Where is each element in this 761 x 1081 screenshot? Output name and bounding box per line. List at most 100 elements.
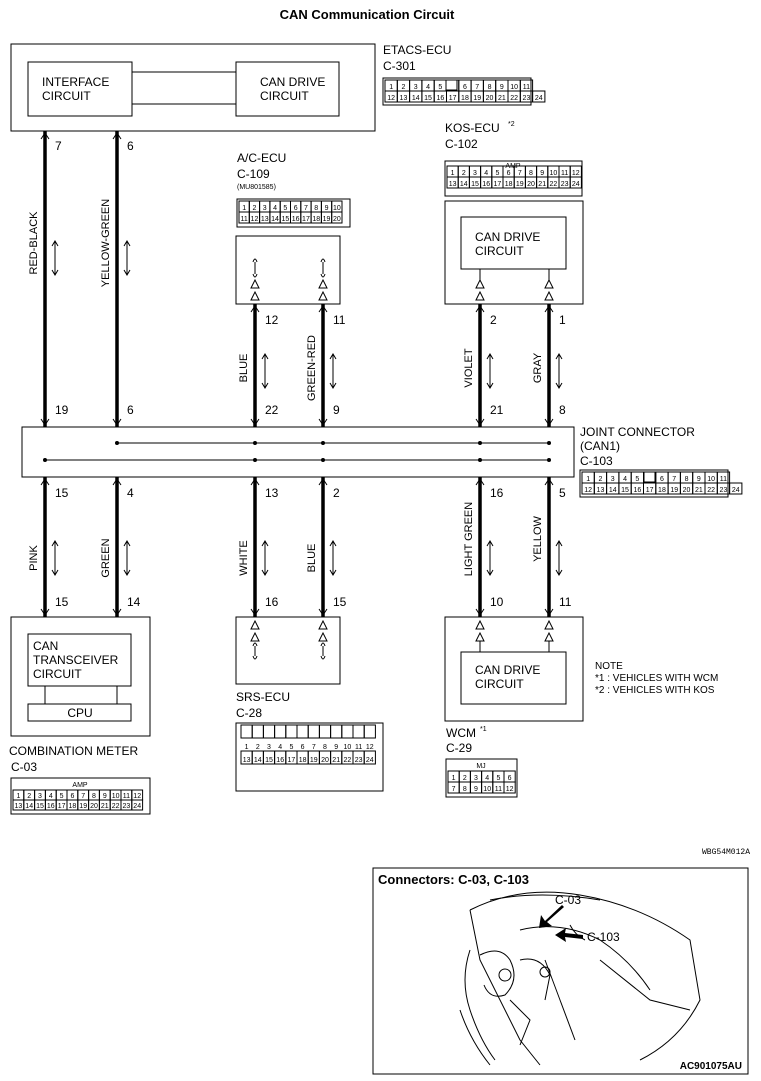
lower-pin-top: 13 [265,486,279,500]
svg-text:10: 10 [333,205,341,212]
lower-wire-color: YELLOW [532,515,544,561]
svg-text:4: 4 [623,476,627,483]
wires: 719RED-BLACK66YELLOW-GREEN1222BLUE119GRE… [28,131,572,660]
svg-text:21: 21 [695,487,703,494]
svg-text:20: 20 [321,757,329,764]
upper-terminal-icon [112,132,122,140]
svg-text:11: 11 [720,476,727,483]
svg-text:12: 12 [506,786,514,793]
interface-circuit-label-2: CIRCUIT [42,89,91,103]
svg-text:3: 3 [414,84,418,91]
svg-text:12: 12 [251,216,259,223]
svg-text:2: 2 [252,205,256,212]
svg-text:3: 3 [474,775,478,782]
svg-text:2: 2 [256,744,260,751]
svg-text:15: 15 [281,216,289,223]
connector-location-inset: Connectors: C-03, C-103 C-03 C-103 AC901… [372,867,749,1075]
ac-connector-code: C-109 [237,167,270,181]
svg-text:15: 15 [621,487,629,494]
svg-text:8: 8 [685,476,689,483]
svg-text:2: 2 [462,170,466,177]
transceiver-label-1: CAN [33,639,58,653]
interface-circuit-label-1: INTERFACE [42,75,109,89]
etacs-ecu: INTERFACE CIRCUIT CAN DRIVE CIRCUIT ETAC… [10,43,546,132]
svg-text:22: 22 [510,95,518,102]
combination-meter-title: COMBINATION METER [9,744,138,758]
svg-text:15: 15 [265,757,273,764]
svg-text:15: 15 [471,181,479,188]
lower-bidirectional-arrow-icon [123,540,131,576]
upper-pin-top: 2 [490,313,497,327]
upper-pin-top: 11 [333,313,346,327]
svg-text:18: 18 [299,757,307,764]
svg-text:12: 12 [366,744,374,751]
svg-text:MJ: MJ [476,763,485,770]
srs-ecu-title: SRS-ECU [236,690,290,704]
wcm-can-drive-label-2: CIRCUIT [475,677,524,691]
svg-text:17: 17 [302,216,310,223]
lower-wire-color: WHITE [238,540,250,575]
upper-terminal-icon [318,418,328,426]
lower-terminal-icon [475,478,485,486]
svg-text:1: 1 [16,793,20,800]
arrow-c03-icon [539,905,564,928]
upper-wire-color: RED-BLACK [28,211,40,275]
lower-bidirectional-arrow-icon [329,540,337,576]
note-line-1: *1 : VEHICLES WITH WCM [595,673,718,684]
svg-text:22: 22 [550,181,558,188]
svg-text:10: 10 [510,84,518,91]
svg-text:2: 2 [463,775,467,782]
svg-text:19: 19 [79,803,87,810]
lower-terminal-icon [318,608,328,616]
kos-can-drive-label-2: CIRCUIT [475,244,524,258]
lower-wire-color: BLUE [306,544,318,573]
svg-text:21: 21 [101,803,109,810]
svg-text:19: 19 [670,487,678,494]
svg-text:23: 23 [523,95,531,102]
etacs-can-drive-label-1: CAN DRIVE [260,75,325,89]
svg-text:18: 18 [69,803,77,810]
svg-text:17: 17 [646,487,654,494]
svg-text:13: 13 [449,181,457,188]
svg-text:14: 14 [412,95,420,102]
upper-terminal-icon [250,418,260,426]
terminal-arrow-icon [318,619,328,642]
lower-terminal-icon [112,478,122,486]
kos-ecu-title: KOS-ECU [445,121,500,135]
kos-connector-code: C-102 [445,137,478,151]
upper-terminal-icon [544,418,554,426]
lower-terminal-icon [250,478,260,486]
svg-text:4: 4 [484,170,488,177]
junction-dot [253,441,257,445]
svg-text:2: 2 [401,84,405,91]
upper-terminal-icon [544,305,554,313]
upper-wire-color: GRAY [532,352,544,383]
svg-text:14: 14 [254,757,262,764]
svg-text:23: 23 [355,757,363,764]
note: NOTE *1 : VEHICLES WITH WCM *2 : VEHICLE… [595,661,718,696]
etacs-can-drive-label-2: CIRCUIT [260,89,309,103]
svg-text:24: 24 [732,487,740,494]
svg-text:14: 14 [271,216,279,223]
transceiver-label-2: TRANSCEIVER [33,653,119,667]
svg-text:10: 10 [483,786,491,793]
lower-terminal-icon [318,478,328,486]
upper-pin-top: 7 [55,139,62,153]
svg-text:16: 16 [292,216,300,223]
inset-label-c03: C-03 [555,893,581,907]
upper-wire-color: BLUE [238,354,250,383]
wcm-mark: *1 [480,726,487,733]
svg-text:7: 7 [452,786,456,793]
svg-text:1: 1 [389,84,393,91]
svg-text:2: 2 [598,476,602,483]
svg-text:24: 24 [572,181,580,188]
svg-text:15: 15 [424,95,432,102]
lower-bidirectional-arrow-icon [51,540,59,576]
upper-pin-bottom: 6 [127,403,134,417]
upper-terminal-icon [318,305,328,313]
